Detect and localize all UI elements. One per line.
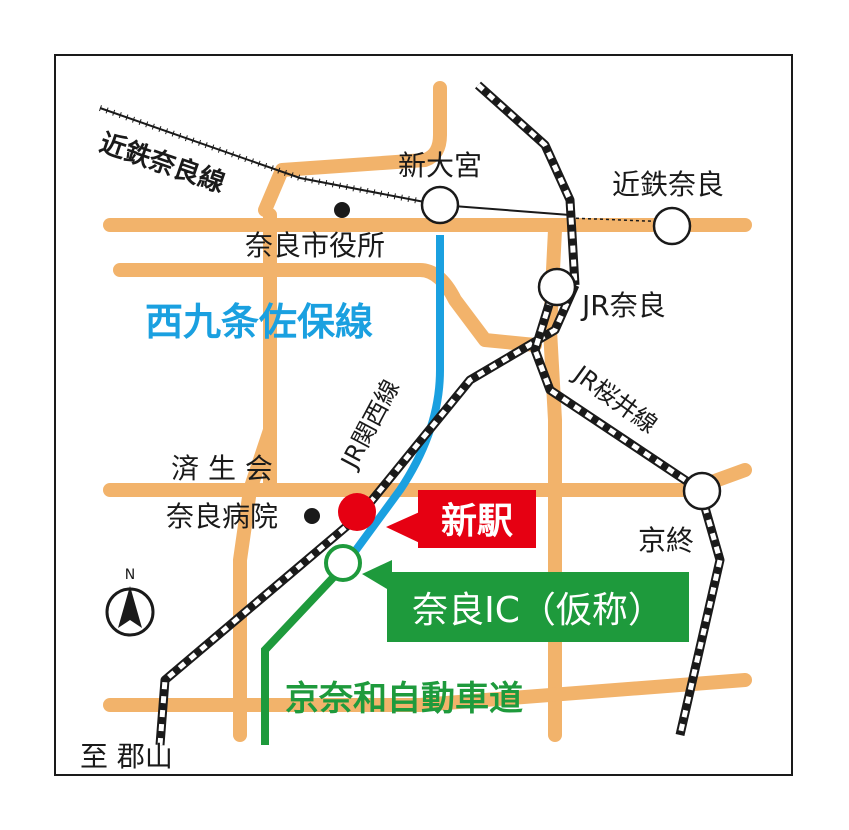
new-station-pointer	[386, 510, 424, 545]
keinawa-label: 京奈和自動車道	[285, 679, 523, 719]
nara-ic-pointer	[362, 560, 392, 592]
station-jr-nara	[537, 267, 577, 307]
to-koriyama-label: 至 郡山	[80, 740, 173, 773]
map-frame	[54, 54, 793, 776]
nara-ic-marker	[324, 544, 362, 582]
north-label: N	[125, 567, 135, 583]
keinawa-expressway	[261, 562, 348, 745]
road-north	[258, 81, 447, 217]
north-arrow-icon: N	[105, 567, 155, 637]
stations	[420, 185, 722, 511]
jr-nara-label: JR奈良	[580, 289, 666, 322]
nara-ic-box	[387, 572, 689, 642]
station-kintetsu-nara	[652, 206, 692, 246]
city-hall-label: 奈良市役所	[245, 229, 385, 262]
hospital-label-line2: 奈良病院	[166, 500, 278, 533]
kyobate-label: 京終	[638, 524, 694, 557]
nishikujo-saho-label: 西九条佐保線	[145, 300, 373, 344]
new-station-box	[418, 490, 536, 548]
station-shin-omiya	[420, 185, 460, 225]
road-h-bottom	[103, 673, 752, 712]
jr-rails	[155, 81, 725, 746]
nara-ic-label: 奈良IC（仮称）	[412, 590, 664, 631]
road-v-240	[233, 423, 277, 742]
kintetsu-nara-label: 近鉄奈良	[612, 168, 724, 201]
shin-omiya-label: 新大宮	[398, 149, 482, 182]
new-station-marker	[338, 493, 376, 531]
city-hall-dot	[334, 202, 350, 218]
hospital-dot	[304, 508, 320, 524]
station-kyobate	[682, 471, 722, 511]
new-station-label: 新駅	[441, 501, 513, 542]
hospital-label-line1: 済 生 会	[171, 452, 273, 485]
